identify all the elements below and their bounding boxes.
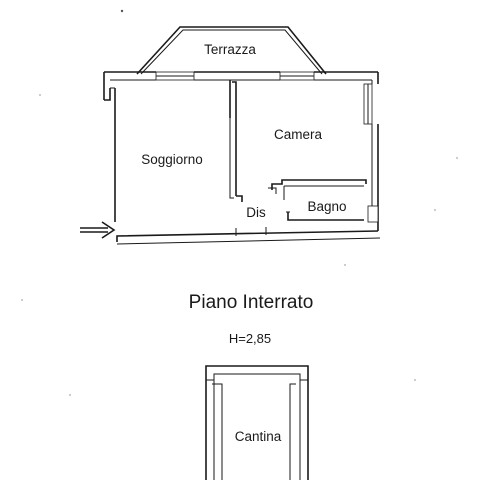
room-label-terrace: Terrazza [204, 42, 256, 57]
room-label-bathroom: Bagno [307, 199, 346, 214]
left-wall [103, 72, 111, 101]
room-label-living: Soggiorno [141, 152, 203, 167]
apartment-plan: Terrazza Soggiorno Camera Dis Bagno [80, 26, 381, 245]
basement-height: H=2,85 [229, 331, 271, 346]
partition-wall [229, 80, 243, 202]
basement-title: Piano Interrato [189, 292, 314, 313]
bathroom-wall [271, 179, 367, 190]
bottom-wall [116, 230, 379, 242]
basement-plan: Piano Interrato H=2,85 Cantina [189, 292, 314, 480]
cellar-door [212, 383, 296, 480]
room-label-cellar: Cantina [235, 429, 282, 444]
room-label-hallway: Dis [246, 205, 266, 220]
terrace-inner-line [140, 29, 323, 75]
entrance-arrow-icon [80, 221, 116, 239]
window-bathroom [367, 205, 379, 223]
room-label-bedroom: Camera [274, 127, 323, 142]
terrace-outline [136, 26, 327, 75]
bottom-wall-outer [116, 237, 381, 245]
cellar-outer-wall [205, 365, 309, 480]
scan-speckles [21, 9, 458, 396]
cellar-inner-wall [213, 373, 301, 480]
